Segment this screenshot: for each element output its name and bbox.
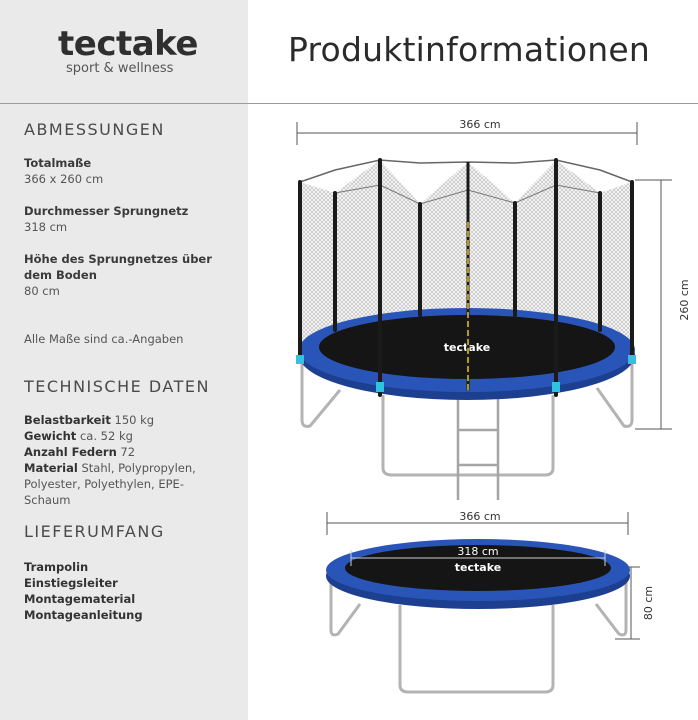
inner-diameter-dimension (350, 550, 606, 566)
top-width-dimension (296, 122, 638, 145)
spec-label: Gewicht (24, 429, 77, 443)
mat-brand-bottom: tectake (455, 561, 501, 574)
spec-row: Gewicht ca. 52 kg (24, 428, 239, 444)
spec-row: Material Stahl, Polypropylen, Polyester,… (24, 460, 229, 508)
brand-logo: tectake sport & wellness (58, 26, 198, 76)
pole-caps (296, 355, 636, 392)
inner-diameter-label: 318 cm (457, 545, 498, 558)
sidebar (0, 0, 248, 720)
section-lieferumfang-heading: LIEFERUMFANG (24, 522, 165, 541)
dimension-note: Alle Maße sind ca.-Angaben (24, 332, 184, 346)
dimension-value: 366 x 260 cm (24, 172, 104, 186)
spec-row: Belastbarkeit 150 kg (24, 412, 239, 428)
dimension-item: Totalmaße 366 x 260 cm (24, 155, 239, 187)
frame-legs (300, 360, 634, 477)
brand-name: tectake (58, 24, 198, 64)
bottom-height-label: 80 cm (642, 586, 655, 620)
dimension-label: Totalmaße (24, 156, 92, 170)
bottom-width-dimension (326, 512, 629, 535)
spec-value: Stahl, Polypropylen, Polyester, Polyethy… (24, 461, 196, 507)
bottom-frame-legs (329, 580, 628, 694)
top-width-label: 366 cm (459, 118, 500, 131)
ladder (456, 396, 500, 500)
page-title: Produktinformationen (288, 30, 650, 69)
dimension-item: Höhe des Sprungnetzes über dem Boden 80 … (24, 251, 219, 299)
list-item: Einstiegsleiter (24, 576, 118, 590)
section-technische-daten-heading: TECHNISCHE DATEN (24, 377, 210, 396)
bottom-width-label: 366 cm (459, 510, 500, 523)
section-abmessungen-heading: ABMESSUNGEN (24, 120, 165, 139)
list-item: Montagematerial (24, 592, 136, 606)
header-divider (0, 103, 698, 104)
dimension-label: Höhe des Sprungnetzes über dem Boden (24, 252, 212, 282)
spec-label: Anzahl Federn (24, 445, 117, 459)
spec-value: ca. 52 kg (79, 429, 133, 443)
spec-label: Belastbarkeit (24, 413, 111, 427)
dimension-item: Durchmesser Sprungnetz 318 cm (24, 203, 239, 235)
trampoline-bottom: tectake (326, 539, 630, 609)
list-item: Montageanleitung (24, 608, 143, 622)
dimension-value: 318 cm (24, 220, 68, 234)
top-height-dimension (635, 179, 672, 430)
dimension-value: 80 cm (24, 284, 60, 298)
delivery-list: Trampolin Einstiegsleiter Montagemateria… (24, 559, 143, 623)
list-item: Trampolin (24, 560, 89, 574)
spec-value: 72 (120, 445, 136, 459)
brand-tagline: sport & wellness (66, 61, 174, 76)
spec-label: Material (24, 461, 78, 475)
spec-row: Anzahl Federn 72 (24, 444, 239, 460)
top-height-label: 260 cm (678, 279, 691, 320)
spec-value: 150 kg (114, 413, 155, 427)
dimension-label: Durchmesser Sprungnetz (24, 204, 189, 218)
net-poles (298, 158, 634, 397)
